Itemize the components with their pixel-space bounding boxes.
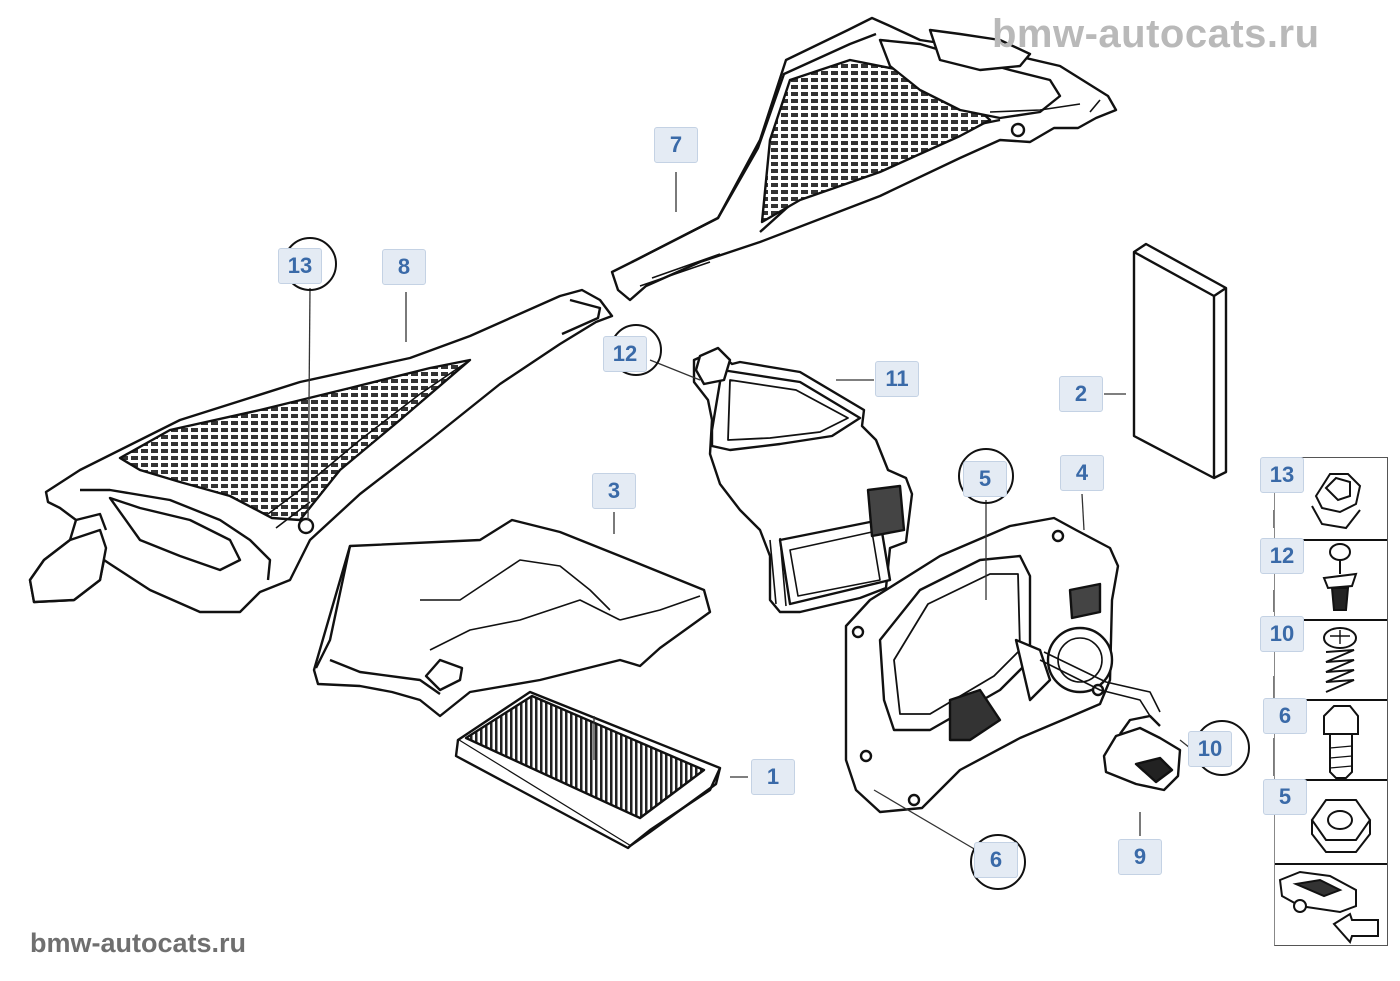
panel-callout-5[interactable]: 5 bbox=[1263, 779, 1307, 815]
callout-4[interactable]: 4 bbox=[1060, 455, 1104, 491]
callout-9[interactable]: 9 bbox=[1118, 839, 1162, 875]
watermark-bottom: bmw-autocats.ru bbox=[30, 928, 247, 958]
callout-7[interactable]: 7 bbox=[654, 127, 698, 163]
air-duct bbox=[692, 346, 914, 614]
panel-callout-10[interactable]: 10 bbox=[1260, 616, 1304, 652]
resistor-unit bbox=[1039, 651, 1182, 792]
panel-callout-13[interactable]: 13 bbox=[1260, 457, 1304, 493]
panel-callout-12[interactable]: 12 bbox=[1260, 538, 1304, 574]
hex-bolt-icon bbox=[1323, 705, 1359, 779]
callout-1[interactable]: 1 bbox=[751, 759, 795, 795]
hex-nut-icon bbox=[1310, 799, 1372, 853]
expanding-rivet-icon bbox=[1322, 543, 1358, 611]
callout-13[interactable]: 13 bbox=[278, 248, 322, 284]
callout-6[interactable]: 6 bbox=[974, 842, 1018, 878]
blower-housing bbox=[844, 516, 1120, 814]
callout-3[interactable]: 3 bbox=[592, 473, 636, 509]
callout-8[interactable]: 8 bbox=[382, 249, 426, 285]
callout-11[interactable]: 11 bbox=[875, 361, 919, 397]
callout-10[interactable]: 10 bbox=[1188, 731, 1232, 767]
spring-screw-icon bbox=[1323, 627, 1357, 693]
leader-lines bbox=[307, 172, 1275, 851]
car-location-icon bbox=[1278, 870, 1379, 944]
filter-housing-cover bbox=[312, 518, 712, 718]
callout-2[interactable]: 2 bbox=[1059, 376, 1103, 412]
cowl-grille-left bbox=[28, 288, 614, 614]
clip-nut-icon bbox=[1311, 473, 1362, 530]
watermark-top: bmw-autocats.ru bbox=[992, 12, 1320, 56]
cowl-grille-right bbox=[610, 16, 1118, 302]
panel-callout-6[interactable]: 6 bbox=[1263, 698, 1307, 734]
filter-pad bbox=[1132, 242, 1228, 480]
callout-12[interactable]: 12 bbox=[603, 336, 647, 372]
callout-5[interactable]: 5 bbox=[963, 461, 1007, 497]
microfilter bbox=[454, 690, 722, 850]
